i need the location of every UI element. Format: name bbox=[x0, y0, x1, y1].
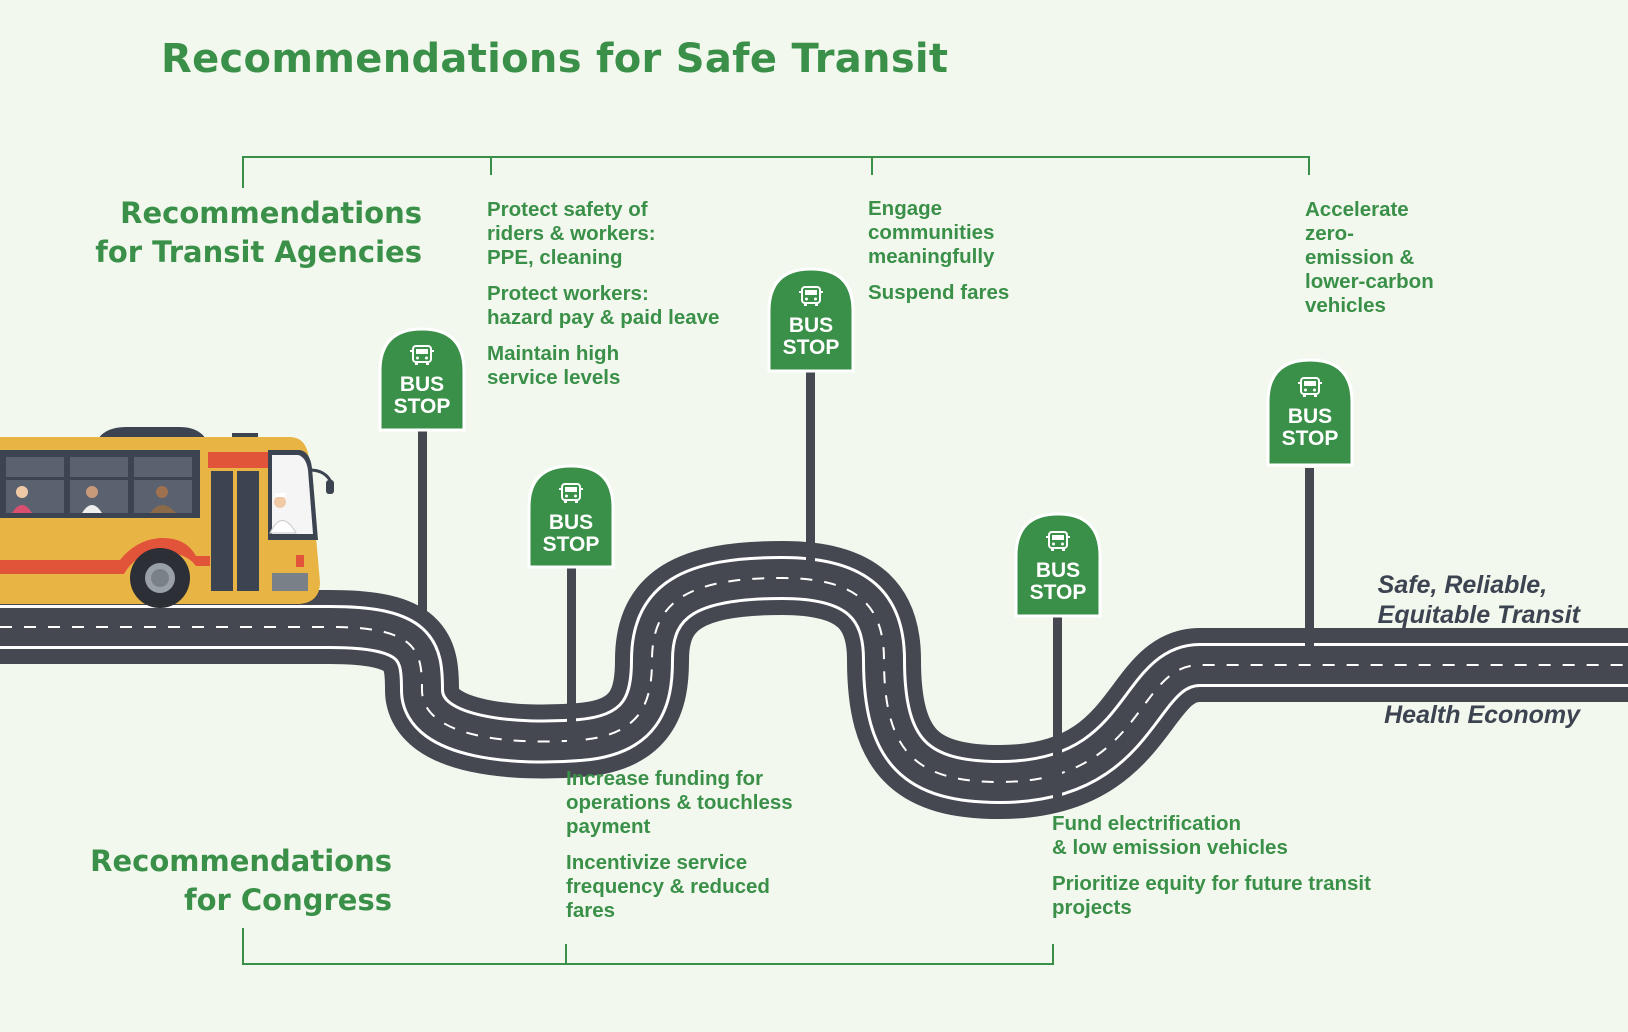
congress-bracket bbox=[242, 928, 1054, 965]
sign-label-stop: STOP bbox=[543, 533, 600, 556]
sign-label-bus: BUS bbox=[400, 373, 444, 396]
group-heading-line: for Congress bbox=[183, 883, 392, 917]
recommendation-item: Prioritize equity for future transit pro… bbox=[1052, 872, 1371, 919]
bus-stop-sign: BUS STOP bbox=[1266, 358, 1354, 654]
group-heading-line: for Transit Agencies bbox=[95, 235, 422, 269]
outcome-health-economy: Health Economy bbox=[1384, 701, 1580, 729]
winding-road bbox=[0, 541, 1628, 819]
sign-label-bus: BUS bbox=[1036, 559, 1080, 582]
recommendation-item: Suspend fares bbox=[868, 281, 1010, 304]
agency-recommendations-1: Protect safety of riders & workers: PPE,… bbox=[487, 198, 719, 402]
agency-group-heading: Recommendations for Transit Agencies bbox=[95, 194, 422, 272]
passengers bbox=[12, 486, 176, 513]
bus-stop-sign: BUS STOP bbox=[767, 267, 855, 561]
agency-bracket bbox=[242, 156, 1310, 188]
sign-label-stop: STOP bbox=[394, 395, 451, 418]
recommendation-item: Protect safety of riders & workers: PPE,… bbox=[487, 198, 656, 269]
bus-stop-sign: BUS STOP bbox=[527, 464, 615, 755]
recommendation-item: Increase funding for operations & touchl… bbox=[566, 767, 793, 838]
sign-label-stop: STOP bbox=[783, 336, 840, 359]
recommendation-item: Fund electrification & low emission vehi… bbox=[1052, 812, 1288, 859]
page-title: Recommendations for Safe Transit bbox=[161, 36, 949, 82]
bus-illustration bbox=[0, 427, 334, 608]
recommendation-item: Engage communities meaningfully bbox=[868, 197, 995, 268]
congress-group-heading: Recommendations for Congress bbox=[90, 842, 392, 920]
recommendation-item: Protect workers: hazard pay & paid leave bbox=[487, 282, 720, 329]
sign-label-bus: BUS bbox=[789, 314, 833, 337]
group-heading-line: Recommendations bbox=[90, 844, 392, 878]
sign-label-bus: BUS bbox=[549, 511, 593, 534]
sign-label-stop: STOP bbox=[1030, 581, 1087, 604]
congress-recommendations-2: Fund electrification & low emission vehi… bbox=[1052, 812, 1371, 932]
bus-stop-sign: BUS STOP bbox=[378, 327, 466, 619]
recommendation-item: Incentivize service frequency & reduced … bbox=[566, 851, 770, 922]
agency-recommendations-3: Accelerate zero- emission & lower-carbon… bbox=[1305, 198, 1434, 330]
recommendation-item: Accelerate zero- emission & lower-carbon… bbox=[1305, 198, 1434, 317]
bus-stop-sign: BUS STOP bbox=[1014, 512, 1102, 802]
outcome-transit: Safe, Reliable, Equitable Transit bbox=[1377, 571, 1580, 629]
recommendation-item: Maintain high service levels bbox=[487, 342, 621, 389]
congress-recommendations-1: Increase funding for operations & touchl… bbox=[566, 767, 793, 935]
sign-label-bus: BUS bbox=[1288, 405, 1332, 428]
agency-recommendations-2: Engage communities meaningfully Suspend … bbox=[868, 197, 1009, 317]
group-heading-line: Recommendations bbox=[120, 196, 422, 230]
sign-label-stop: STOP bbox=[1282, 427, 1339, 450]
